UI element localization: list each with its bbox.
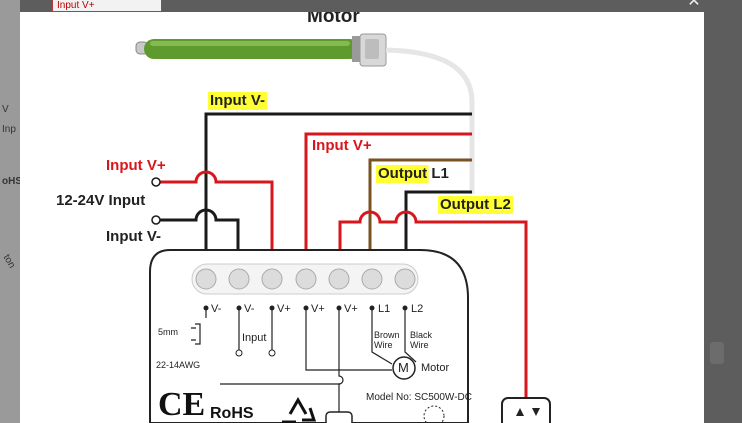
terminal-label: V-	[244, 303, 255, 315]
background-label: Input V+	[52, 0, 162, 12]
gauge-label: 22-14AWG	[156, 360, 201, 370]
label-input-v-minus-left: Input V-	[106, 228, 161, 245]
terminal-label: L1	[378, 303, 391, 315]
background-fragment: Inp	[2, 124, 16, 135]
module-motor-label: Motor	[421, 362, 450, 374]
terminal-label: V+	[277, 303, 291, 315]
background-panel: V Inp oHS ton	[0, 0, 20, 423]
label-input-v-plus-left: Input V+	[106, 157, 166, 174]
label-output-l1: Output L1	[376, 165, 451, 183]
ce-mark: CE	[158, 386, 206, 423]
terminal-label: V+	[344, 303, 358, 315]
module-input-label: Input	[242, 332, 267, 344]
motor-graphic	[135, 33, 475, 194]
brown-wire-label: Brown Wire	[374, 330, 400, 350]
label-input-v-plus-mid: Input V+	[312, 137, 372, 154]
background-fragment: V	[2, 104, 9, 115]
diagram-title: Motor	[307, 12, 360, 27]
close-icon[interactable]: ✕	[687, 0, 701, 10]
background-fragment: oHS	[2, 176, 20, 187]
recycle-icon	[282, 396, 317, 423]
label-input-v-minus-top: Input V-	[208, 92, 267, 110]
wiring-diagram	[135, 33, 551, 423]
black-wire-label: Black Wire	[410, 330, 433, 350]
strip-length-label: 5mm	[158, 327, 178, 337]
terminal-screws	[191, 263, 419, 295]
label-supply: 12-24V Input	[56, 192, 146, 209]
label-output-l2: Output L2	[438, 196, 513, 214]
image-viewer-dialog: Motor Input V- Input V+ Output L1 Output…	[20, 12, 704, 423]
terminal-label: V-	[211, 303, 222, 315]
background-nub	[710, 342, 724, 364]
rohs-mark: RoHS	[210, 405, 254, 422]
terminal-label: V+	[311, 303, 325, 315]
background-right	[704, 0, 742, 423]
terminal-label: L2	[411, 303, 424, 315]
model-number: Model No: SC500W-DC	[366, 392, 472, 403]
motor-symbol: M	[398, 360, 409, 375]
background-fragment: ton	[0, 252, 18, 271]
